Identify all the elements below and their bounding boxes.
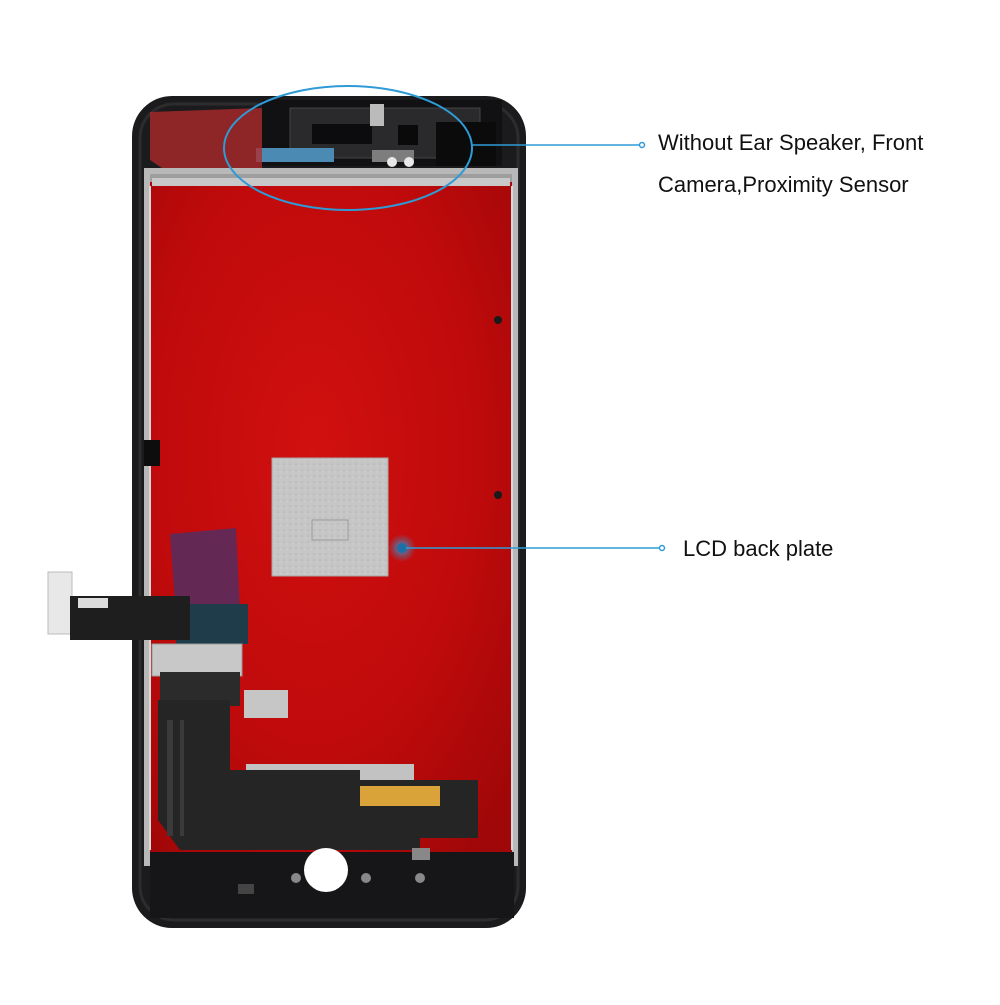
protective-film	[150, 108, 262, 172]
metal-shield	[271, 457, 389, 577]
callout-top-label: Without Ear Speaker, Front Camera,Proxim…	[658, 122, 923, 206]
chip-plate	[151, 643, 243, 677]
callout-ellipse	[223, 85, 473, 211]
main-flex-cable	[158, 700, 478, 850]
blue-flex-tab	[256, 148, 334, 162]
callout-lcd-label: LCD back plate	[683, 536, 834, 561]
lower-metal-plate	[244, 690, 288, 718]
home-button-hole	[304, 848, 348, 892]
callout-lcd-dot	[397, 543, 407, 553]
flex-connector-plate	[47, 571, 73, 635]
callout-top-line1: Without Ear Speaker, Front	[658, 130, 924, 155]
callout-top-line2: Camera,Proximity Sensor	[658, 172, 909, 197]
purple-film	[170, 528, 240, 616]
